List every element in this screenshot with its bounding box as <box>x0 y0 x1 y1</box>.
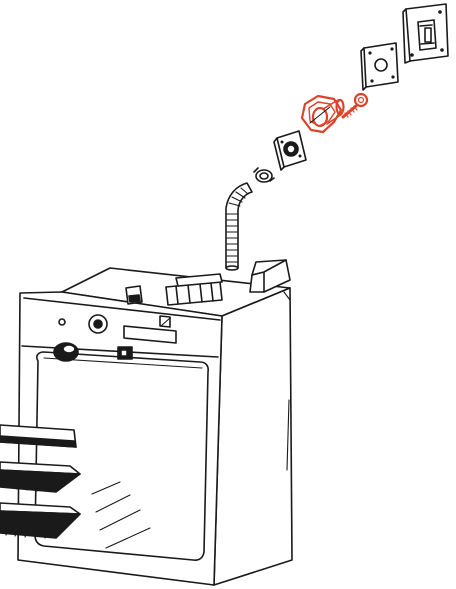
mounting-plate <box>360 42 399 91</box>
flexible-hose <box>225 182 253 271</box>
oven-body <box>17 259 293 586</box>
wall-bracket <box>402 3 449 64</box>
hose-clamp <box>253 167 275 183</box>
screw <box>341 92 369 119</box>
gas-connector <box>300 94 345 134</box>
oven-racks <box>0 424 151 549</box>
gasket-flange <box>273 130 307 171</box>
